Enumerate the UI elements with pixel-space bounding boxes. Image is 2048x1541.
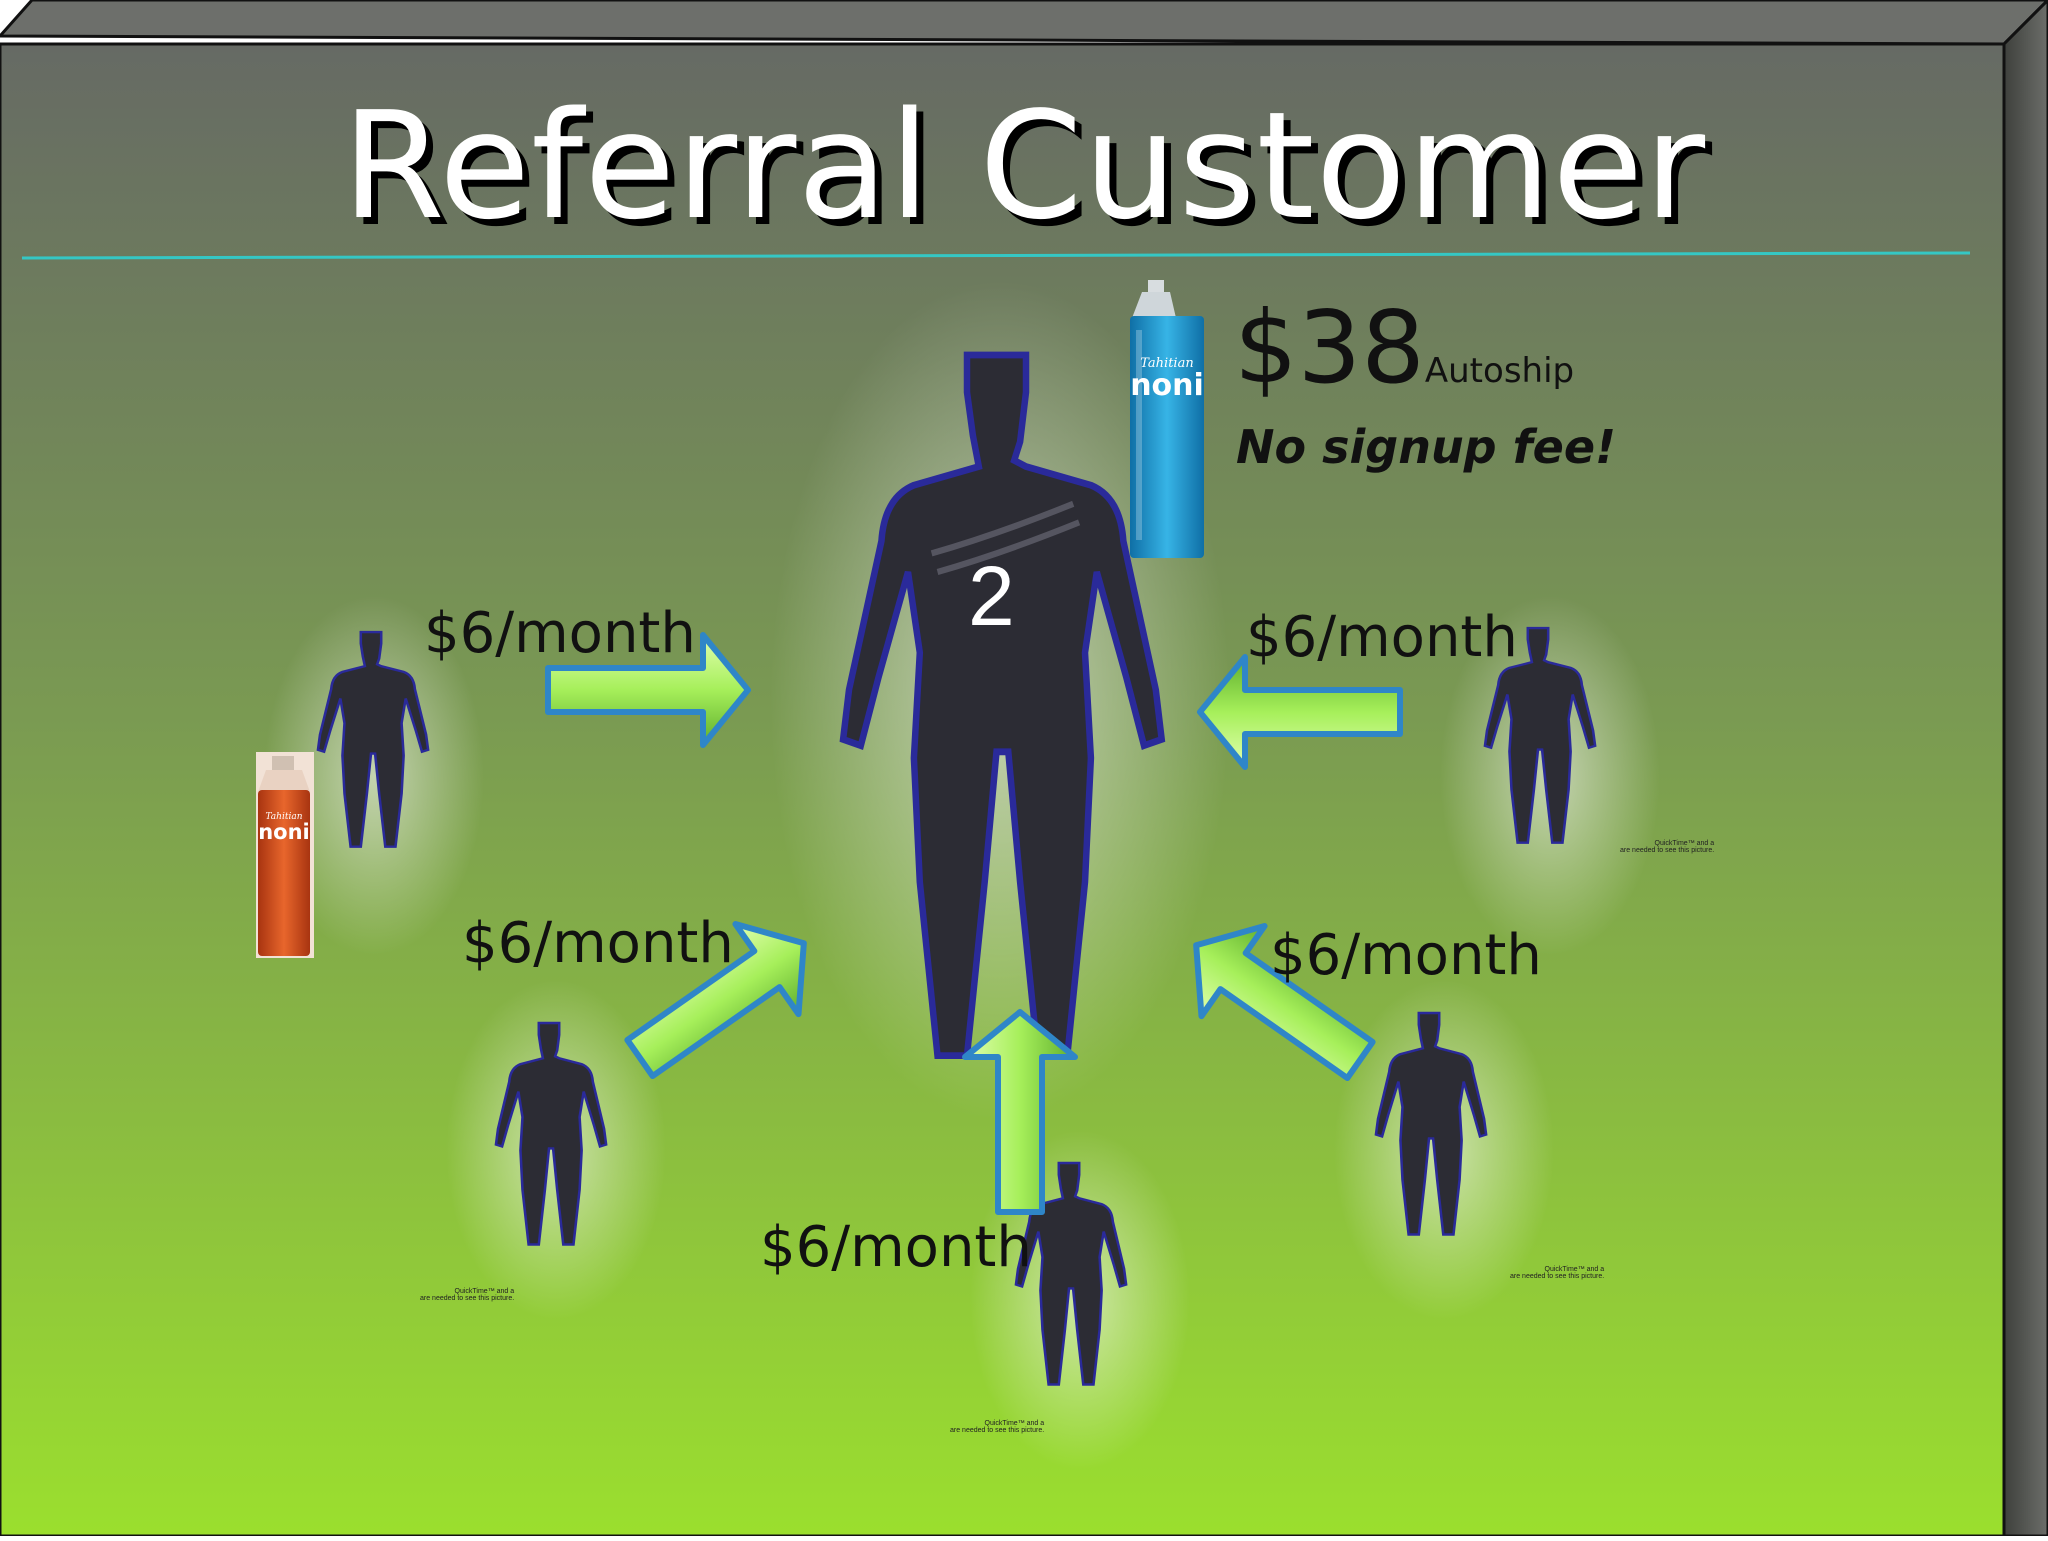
- referral-amount-bottom-left: $6/month: [462, 911, 734, 976]
- autoship-price: $38: [1234, 289, 1425, 406]
- autoship-label: Autoship: [1424, 351, 1575, 391]
- red-noni-bottle: [256, 752, 314, 958]
- blue-noni-bottle: [1130, 280, 1204, 558]
- referral-amount-top-right: $6/month: [1246, 605, 1518, 670]
- center-person-number: 2: [968, 549, 1015, 643]
- center-person: [843, 355, 1162, 1056]
- image-placeholder-note-bottom: QuickTime™ and a are needed to see this …: [950, 1420, 1045, 1434]
- arrow-top-right: [1197, 654, 1403, 770]
- arrow-top-left: [545, 632, 751, 748]
- referral-amount-bottom-right: $6/month: [1270, 923, 1542, 988]
- red-bottle-brand: Tahitian: [265, 812, 303, 822]
- referral-amount-bottom: $6/month: [760, 1215, 1032, 1280]
- arrow-bottom: [962, 1009, 1078, 1215]
- referral-amount-top-left: $6/month: [424, 601, 696, 666]
- title-divider: [21, 251, 1971, 260]
- arrow-bottom-right: [1193, 923, 1376, 1082]
- image-placeholder-note-bottom-right: QuickTime™ and a are needed to see this …: [1510, 1266, 1605, 1280]
- blue-bottle-name: noni: [1130, 368, 1204, 403]
- price-block: $38Autoship: [1234, 298, 1574, 398]
- image-placeholder-note-top-right: QuickTime™ and a are needed to see this …: [1620, 840, 1715, 854]
- image-placeholder-note-bottom-left: QuickTime™ and a are needed to see this …: [420, 1288, 515, 1302]
- blue-bottle-brand: Tahitian: [1140, 356, 1194, 371]
- red-bottle-name: noni: [258, 820, 310, 844]
- no-signup-fee-note: No signup fee!: [1236, 420, 1617, 474]
- arrow-bottom-left: [624, 921, 807, 1080]
- frame-top-face: [0, 0, 2048, 46]
- slide-title: Referral Customer: [341, 80, 1707, 252]
